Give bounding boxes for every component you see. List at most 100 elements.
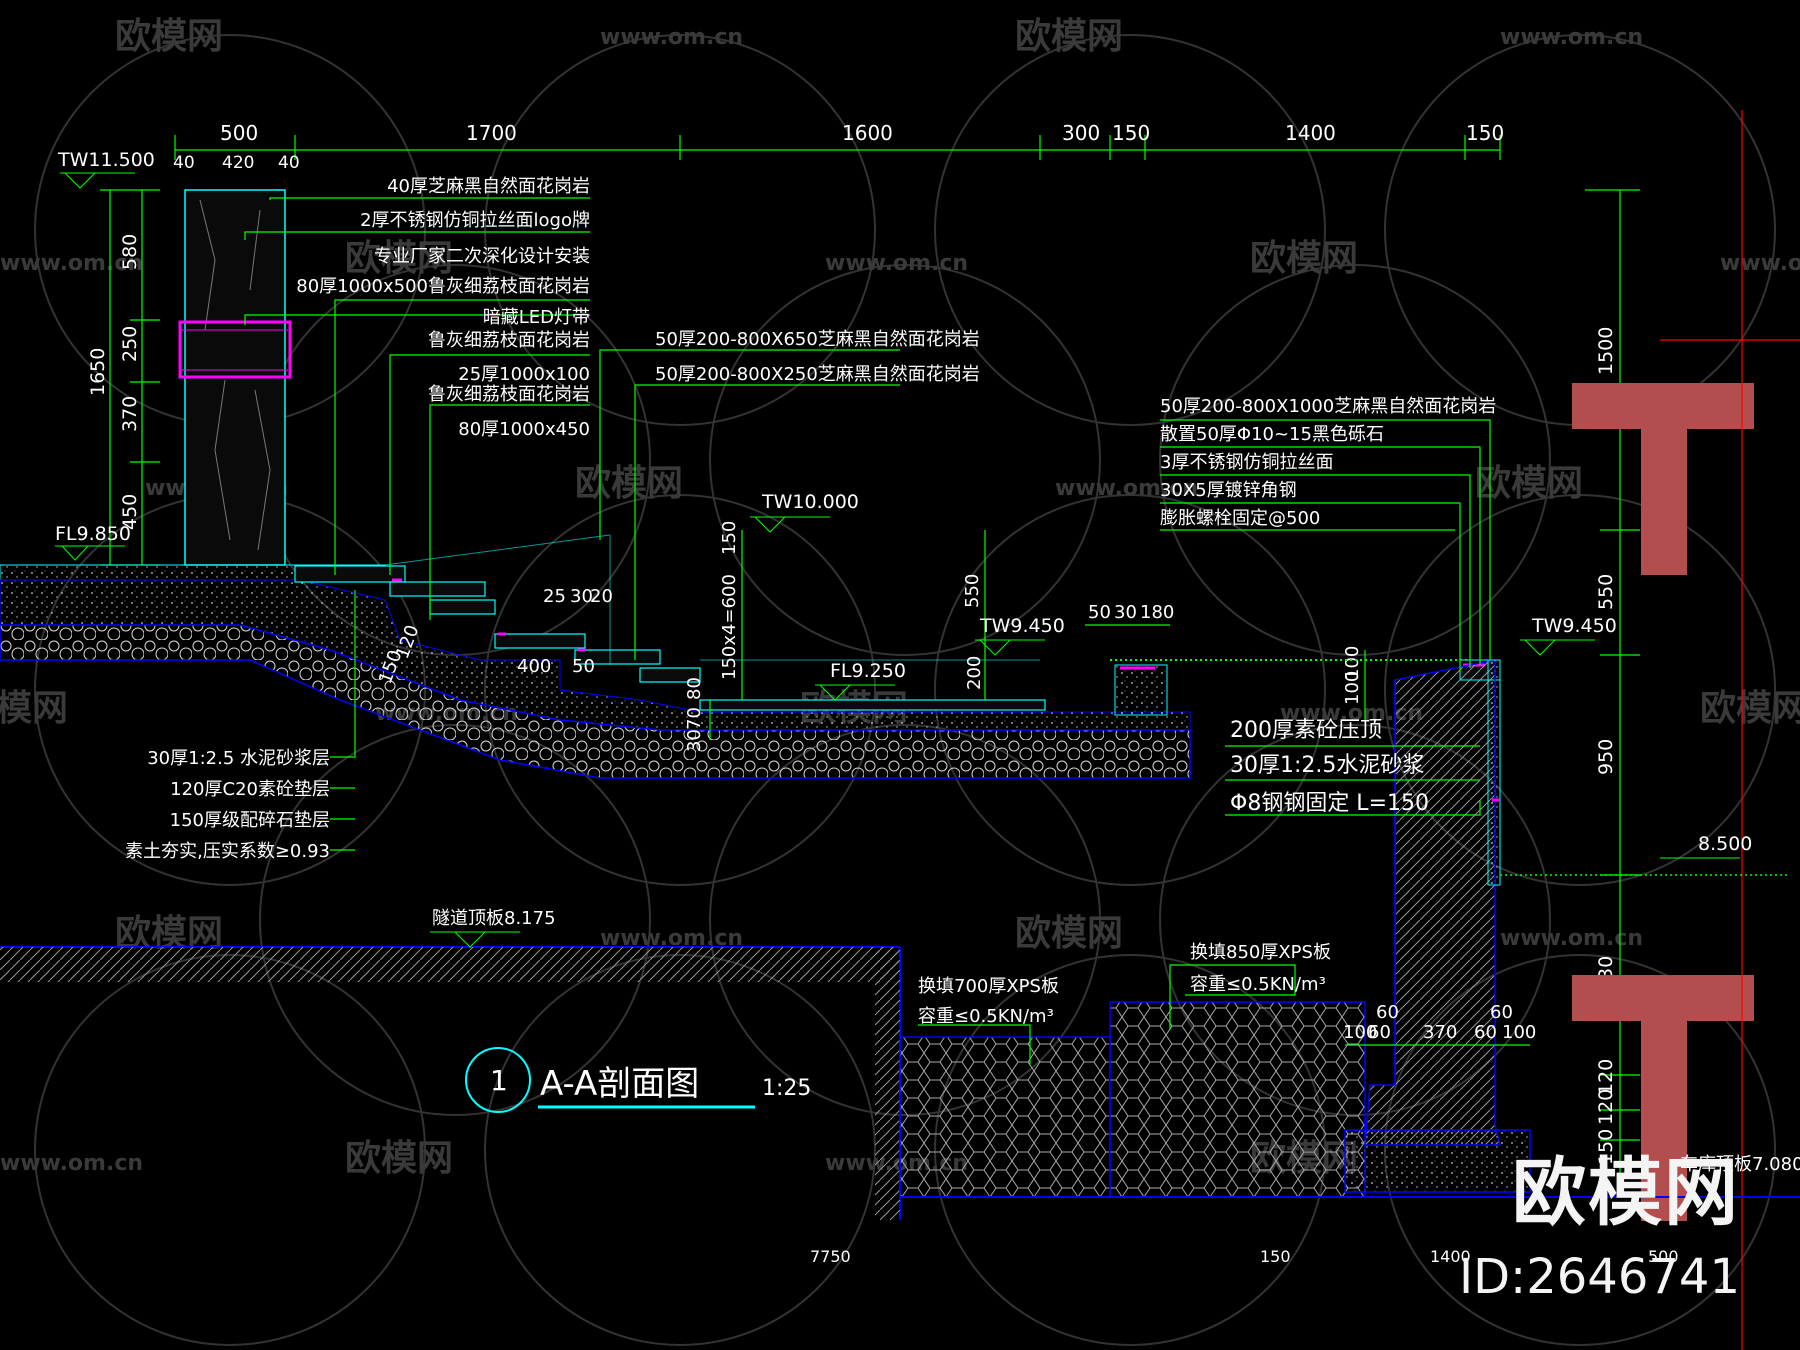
labels-mid: 50厚200-800X650芝麻黑自然面花岗岩 50厚200-800X250芝麻… (655, 329, 980, 385)
svg-text:150: 150 (1595, 1129, 1617, 1165)
watermark-url-text: www.om.cn (1055, 476, 1198, 501)
svg-text:450: 450 (119, 494, 141, 530)
bottom-dims: 100 60 60 370 60 60 100 7750 150 1400 50… (810, 1002, 1679, 1266)
watermark-brand-text: 欧模网 (115, 16, 223, 57)
dim-1700: 1700 (466, 121, 517, 145)
svg-text:1500: 1500 (1595, 327, 1617, 375)
labels-right: 50厚200-800X1000芝麻黑自然面花岗岩 散置50厚Φ10~15黑色砾石… (1160, 396, 1496, 529)
svg-text:隧道顶板8.175: 隧道顶板8.175 (432, 908, 556, 929)
right-vertical-dims (1585, 189, 1640, 1190)
labels-upper: 40厚芝麻黑自然面花岗岩 2厚不锈钢仿铜拉丝面logo牌 专业厂家二次深化设计安… (296, 176, 590, 440)
watermark-brand-text: 欧模网 (1015, 16, 1123, 57)
svg-text:250: 250 (119, 326, 141, 362)
watermark-url-text: www.om.cn (1500, 25, 1643, 50)
watermark-brand-text: 欧模网 (1475, 463, 1583, 504)
label-xps-850: 换填850厚XPS板 (1190, 942, 1331, 963)
leader-lines-left (330, 590, 356, 851)
svg-text:TW9.450: TW9.450 (979, 615, 1065, 637)
step-glass-lines (384, 534, 1040, 665)
label-logo-plate: 2厚不锈钢仿铜拉丝面logo牌 (360, 210, 590, 231)
svg-text:60: 60 (1490, 1002, 1513, 1023)
svg-text:1650: 1650 (87, 348, 109, 396)
label-density-b: 容重≤0.5KN/m³ (1190, 974, 1326, 995)
label-granite-1000: 50厚200-800X1000芝麻黑自然面花岗岩 (1160, 396, 1496, 417)
svg-text:TW10.000: TW10.000 (761, 491, 859, 513)
label-layer-soil: 素土夯实,压实系数≥0.93 (125, 841, 330, 862)
label-led-strip: 暗藏LED灯带 (483, 307, 590, 328)
label-layer-c20: 120厚C20素砼垫层 (170, 779, 330, 800)
label-gravel: 散置50厚Φ10~15黑色砾石 (1160, 424, 1384, 445)
dim-40a: 40 (173, 153, 195, 173)
leader-lines-right (1160, 419, 1491, 816)
watermark-url-text: www.om.cn (825, 251, 968, 276)
dim-300: 300 (1062, 121, 1100, 145)
label-granite-80-450: 80厚1000x450 (458, 419, 590, 440)
watermark-url-text: www.om.cn (600, 25, 743, 50)
drawing-title: A-A剖面图 (540, 1064, 699, 1104)
svg-text:30: 30 (570, 586, 593, 607)
label-expansion-bolt: 膨胀螺栓固定@500 (1160, 508, 1320, 529)
labels-wall: 200厚素砼压顶 30厚1:2.5水泥砂浆 Φ8钢钢固定 L=150 (1230, 718, 1429, 816)
leader-lines-upper (244, 197, 900, 660)
svg-text:150: 150 (719, 521, 740, 555)
svg-text:1400: 1400 (1430, 1247, 1471, 1266)
label-layer-mortar: 30厚1:2.5 水泥砂浆层 (147, 748, 330, 769)
svg-text:50: 50 (572, 656, 595, 677)
stone-pillar (178, 189, 292, 566)
title-number-circle (465, 1047, 531, 1113)
step-magenta-marks (392, 578, 586, 652)
dim-1400: 1400 (1285, 121, 1336, 145)
label-granite-25: 25厚1000x100 (458, 364, 590, 385)
svg-text:950: 950 (1595, 739, 1617, 775)
watermark-brand-text: 欧模网 (1250, 238, 1358, 279)
watermark-brand-text: 欧模网 (0, 688, 68, 729)
svg-text:100: 100 (1342, 646, 1363, 680)
svg-text:200: 200 (964, 656, 985, 690)
svg-text:550: 550 (1595, 574, 1617, 610)
step-dimension-lines (709, 530, 1366, 740)
label-granite-650: 50厚200-800X650芝麻黑自然面花岗岩 (655, 329, 980, 350)
svg-text:TW9.450: TW9.450 (1531, 615, 1617, 637)
watermark-brand-text: 欧模网 (345, 238, 453, 279)
label-granite-litchi-2: 鲁灰细荔枝面花岗岩 (428, 384, 590, 405)
svg-text:FL9.850: FL9.850 (55, 523, 131, 545)
dim-150a: 150 (1112, 121, 1150, 145)
right-vertical-dim-texts: 1500 550 950 30 120 120 150 (1595, 327, 1617, 1165)
label-granite-litchi: 鲁灰细荔枝面花岗岩 (428, 330, 590, 351)
svg-text:100: 100 (1502, 1022, 1536, 1043)
right-boundary-lines (1660, 110, 1800, 1350)
drawing-title-block: 1 A-A剖面图 1:25 (465, 1047, 811, 1113)
watermark-brand-text: 欧模网 (575, 463, 683, 504)
svg-text:370: 370 (119, 396, 141, 432)
watermark-url-text: www.om.cn (0, 1151, 143, 1176)
svg-text:580: 580 (119, 234, 141, 270)
elevation-garage-roof: 车库顶板7.080 (1680, 1154, 1800, 1175)
drawing-scale: 1:25 (762, 1076, 811, 1101)
label-layer-gravel: 150厚级配碎石垫层 (170, 810, 330, 831)
svg-text:60: 60 (1474, 1022, 1497, 1043)
svg-text:150x4=600: 150x4=600 (719, 574, 740, 680)
watermark-brand-text: 欧模网 (345, 1138, 453, 1179)
label-xps-700: 换填700厚XPS板 (918, 976, 1059, 997)
svg-text:TW11.500: TW11.500 (57, 149, 155, 171)
svg-text:20: 20 (590, 586, 613, 607)
labels-fill: 换填700厚XPS板 容重≤0.5KN/m³ 换填850厚XPS板 容重≤0.5… (918, 942, 1331, 1027)
svg-text:100: 100 (1343, 1022, 1377, 1043)
svg-text:8.500: 8.500 (1698, 833, 1752, 855)
svg-text:25: 25 (543, 586, 566, 607)
svg-text:80: 80 (684, 677, 705, 700)
label-granite-250: 50厚200-800X250芝麻黑自然面花岗岩 (655, 364, 980, 385)
svg-text:30: 30 (1595, 956, 1617, 980)
label-vendor-install: 专业厂家二次深化设计安装 (374, 246, 590, 267)
dim-420: 420 (222, 153, 254, 173)
svg-text:30: 30 (684, 729, 705, 752)
watermark-id: ID:2646741 (1458, 1249, 1740, 1305)
title-number: 1 (490, 1064, 508, 1097)
labels-left-layers: 30厚1:2.5 水泥砂浆层 120厚C20素砼垫层 150厚级配碎石垫层 素土… (125, 748, 330, 862)
step-dimension-texts: 25 30 20 400 50 120 150 150 150x4=600 55… (375, 521, 1363, 752)
label-rebar: Φ8钢钢固定 L=150 (1230, 791, 1429, 816)
svg-text:370: 370 (1423, 1022, 1457, 1043)
elevation-tw11500: TW11.500 (57, 149, 155, 189)
label-steel-trim: 3厚不锈钢仿铜拉丝面 (1160, 452, 1333, 473)
svg-text:7750: 7750 (810, 1247, 851, 1266)
